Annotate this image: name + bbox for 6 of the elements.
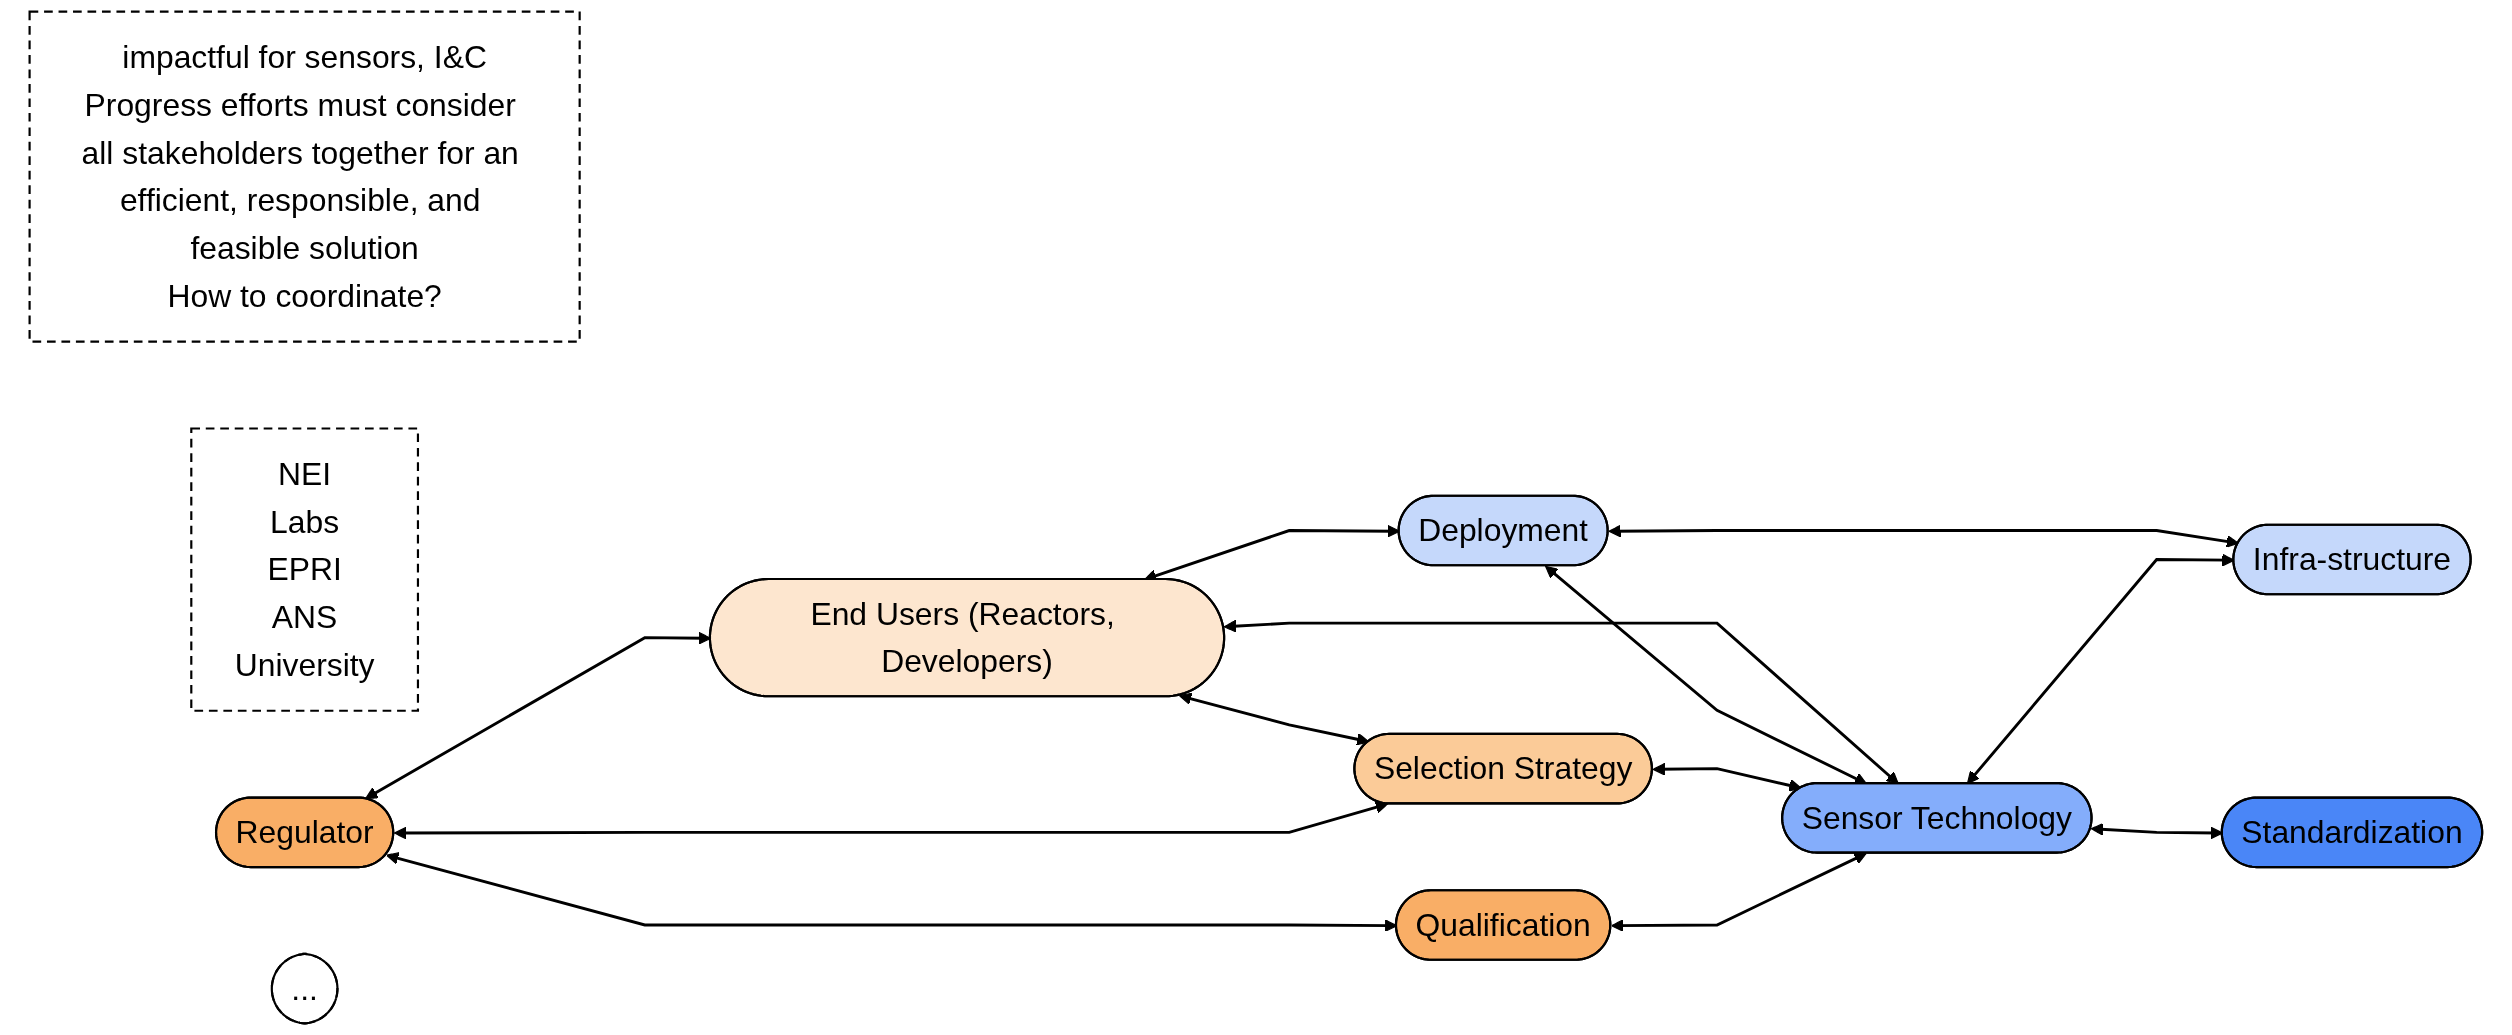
arrow	[1652, 762, 1802, 792]
node-box: impactful for sensors, I&C Progress efforts must consider all stakeholders together for an efficient, responsible, and feasible solution How to coordinate?	[28, 10, 581, 343]
node-box: NEI Labs EPRI ANS University	[190, 427, 420, 712]
arrow	[1611, 852, 1867, 932]
arrow	[1179, 692, 1370, 746]
arrow	[394, 801, 1389, 840]
